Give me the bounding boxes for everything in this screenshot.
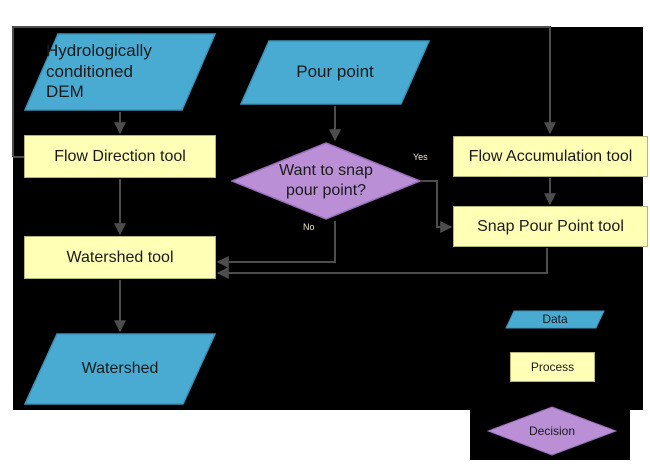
edge-label-yes: Yes: [413, 152, 428, 162]
node-flow-direction-tool[interactable]: Flow Direction tool: [24, 135, 216, 178]
node-label: Hydrologically conditioned DEM: [46, 40, 152, 102]
legend-item-decision: Decision: [487, 406, 617, 456]
parallelogram-shape: [240, 40, 430, 105]
node-label: Want to snap pour point?: [279, 162, 373, 199]
legend-label: Process: [530, 359, 575, 374]
node-watershed[interactable]: Watershed: [24, 333, 216, 405]
node-label: Snap Pour Point tool: [477, 217, 624, 235]
node-watershed-tool[interactable]: Watershed tool: [24, 236, 216, 279]
node-label: Watershed tool: [66, 248, 174, 266]
edge-snap-to-watershed-tool: [216, 248, 548, 279]
node-label: Flow Direction tool: [54, 147, 186, 165]
legend-item-process: Process: [510, 352, 595, 382]
node-label: Pour point: [296, 62, 374, 82]
edge-decision-yes-to-snap: [421, 180, 453, 233]
node-label: Flow Accumulation tool: [468, 147, 633, 165]
legend-item-data: Data: [505, 310, 605, 329]
diamond-shape: [231, 142, 421, 220]
node-pour-point[interactable]: Pour point: [240, 40, 430, 105]
edge-label-no: No: [303, 222, 315, 232]
legend-label: Data: [542, 312, 568, 327]
node-flow-accumulation-tool[interactable]: Flow Accumulation tool: [453, 136, 648, 177]
parallelogram-shape: [24, 333, 216, 405]
node-hydrologically-conditioned-dem[interactable]: Hydrologically conditioned DEM: [24, 33, 216, 111]
diamond-shape: [487, 406, 617, 456]
node-label: Watershed: [81, 360, 159, 378]
legend-label: Decision: [528, 423, 576, 438]
node-want-to-snap-pour-point-decision[interactable]: Want to snap pour point?: [231, 142, 421, 220]
edge-dem-to-flow-accumulation: [12, 26, 556, 157]
parallelogram-shape: [505, 310, 605, 329]
parallelogram-shape: [24, 33, 216, 111]
node-snap-pour-point-tool[interactable]: Snap Pour Point tool: [453, 206, 648, 247]
edge-decision-no-to-watershed-tool: [216, 221, 336, 268]
